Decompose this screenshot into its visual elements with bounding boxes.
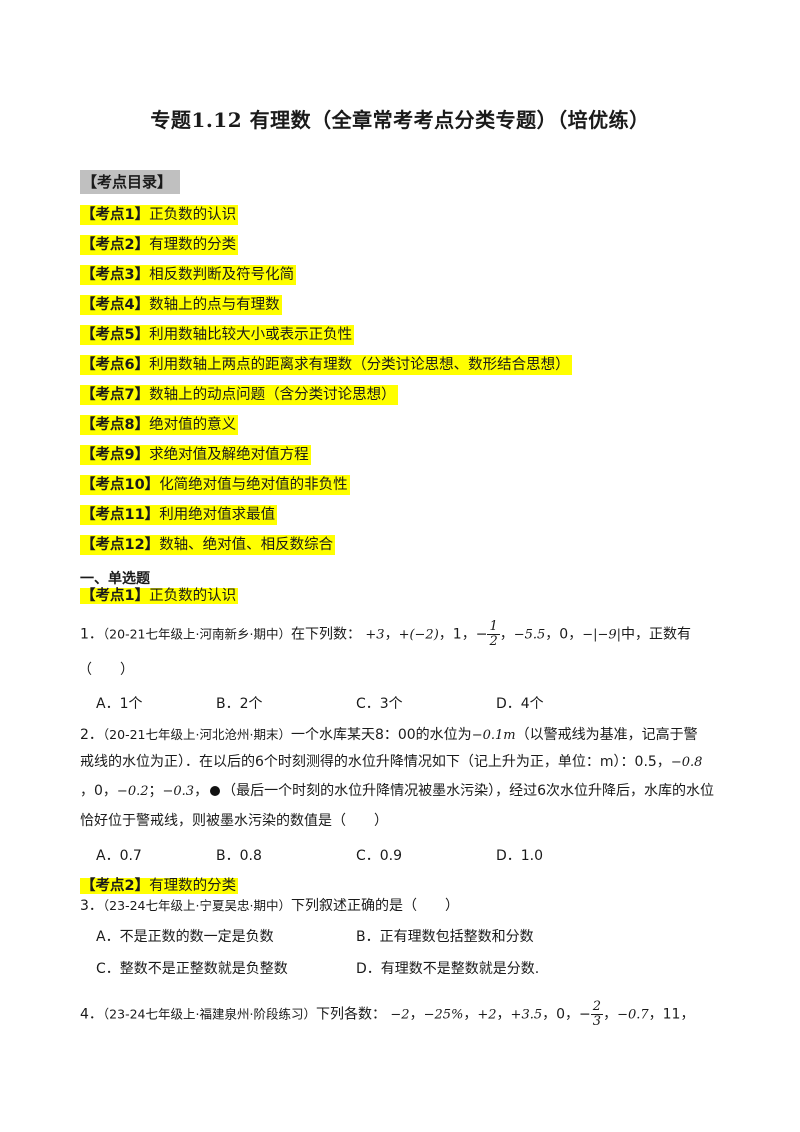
option-c: C．整数不是正整数就是负整数 bbox=[96, 961, 288, 977]
question-2-line-4: 恰好位于警戒线，则被墨水污染的数值是（ ） bbox=[80, 813, 388, 829]
question-1: 1．（20-21七年级上·河南新乡·期中）在下列数： +3，+(−2)，1，−1… bbox=[80, 619, 692, 649]
toc-item: 【考点12】数轴、绝对值、相反数综合 bbox=[80, 535, 336, 555]
toc-heading: 【考点目录】 bbox=[80, 170, 181, 194]
toc-item: 【考点4】数轴上的点与有理数 bbox=[80, 295, 282, 315]
option-a: A．1个 bbox=[96, 696, 143, 712]
toc-item: 【考点5】利用数轴比较大小或表示正负性 bbox=[80, 325, 355, 345]
question-2-line-2: 戒线的水位为正）．在以后的6个时刻测得的水位升降情况如下（记上升为正，单位：m）… bbox=[80, 754, 703, 770]
option-d: D．1.0 bbox=[496, 848, 544, 864]
toc-item: 【考点3】相反数判断及符号化简 bbox=[80, 265, 297, 285]
question-2-line-1: 2．（20-21七年级上·河北沧州·期末）一个水库某天8：00的水位为−0.1m… bbox=[80, 727, 698, 743]
option-d: D．有理数不是整数就是分数. bbox=[356, 961, 540, 977]
option-b: B．2个 bbox=[216, 696, 263, 712]
option-b: B．0.8 bbox=[216, 848, 262, 864]
toc-list: 【考点1】正负数的认识 【考点2】有理数的分类 【考点3】相反数判断及符号化简 … bbox=[80, 200, 572, 560]
option-a: A．不是正数的数一定是负数 bbox=[96, 929, 274, 945]
ink-blot-icon bbox=[210, 786, 221, 796]
toc-item: 【考点11】利用绝对值求最值 bbox=[80, 505, 278, 525]
option-c: C．0.9 bbox=[356, 848, 403, 864]
question-4: 4．（23-24七年级上·福建泉州·阶段练习）下列各数： −2，−25%，+2，… bbox=[80, 999, 695, 1029]
option-d: D．4个 bbox=[496, 696, 544, 712]
toc-item: 【考点10】化简绝对值与绝对值的非负性 bbox=[80, 475, 350, 495]
toc-item: 【考点1】正负数的认识 bbox=[80, 205, 239, 225]
topic-heading-2: 【考点2】有理数的分类 bbox=[80, 878, 239, 894]
question-3: 3．（23-24七年级上·宁夏吴忠·期中）下列叙述正确的是（ ） bbox=[80, 898, 459, 914]
question-2-line-3: ，0，−0.2；−0.3，（最后一个时刻的水位升降情况被墨水污染），经过6次水位… bbox=[80, 783, 714, 799]
topic-heading-1: 【考点1】正负数的认识 bbox=[80, 588, 239, 604]
toc-item: 【考点7】数轴上的动点问题（含分类讨论思想） bbox=[80, 385, 398, 405]
toc-item: 【考点9】求绝对值及解绝对值方程 bbox=[80, 445, 311, 465]
toc-item: 【考点6】利用数轴上两点的距离求有理数（分类讨论思想、数形结合思想） bbox=[80, 355, 572, 375]
answer-paren: （ ） bbox=[78, 662, 134, 678]
option-a: A．0.7 bbox=[96, 848, 142, 864]
toc-item: 【考点2】有理数的分类 bbox=[80, 235, 239, 255]
option-c: C．3个 bbox=[356, 696, 403, 712]
page-title: 专题1.12 有理数（全章常考考点分类专题）（培优练） bbox=[150, 108, 650, 132]
option-b: B．正有理数包括整数和分数 bbox=[356, 929, 534, 945]
section-title: 一、单选题 bbox=[80, 571, 150, 587]
toc-item: 【考点8】绝对值的意义 bbox=[80, 415, 239, 435]
